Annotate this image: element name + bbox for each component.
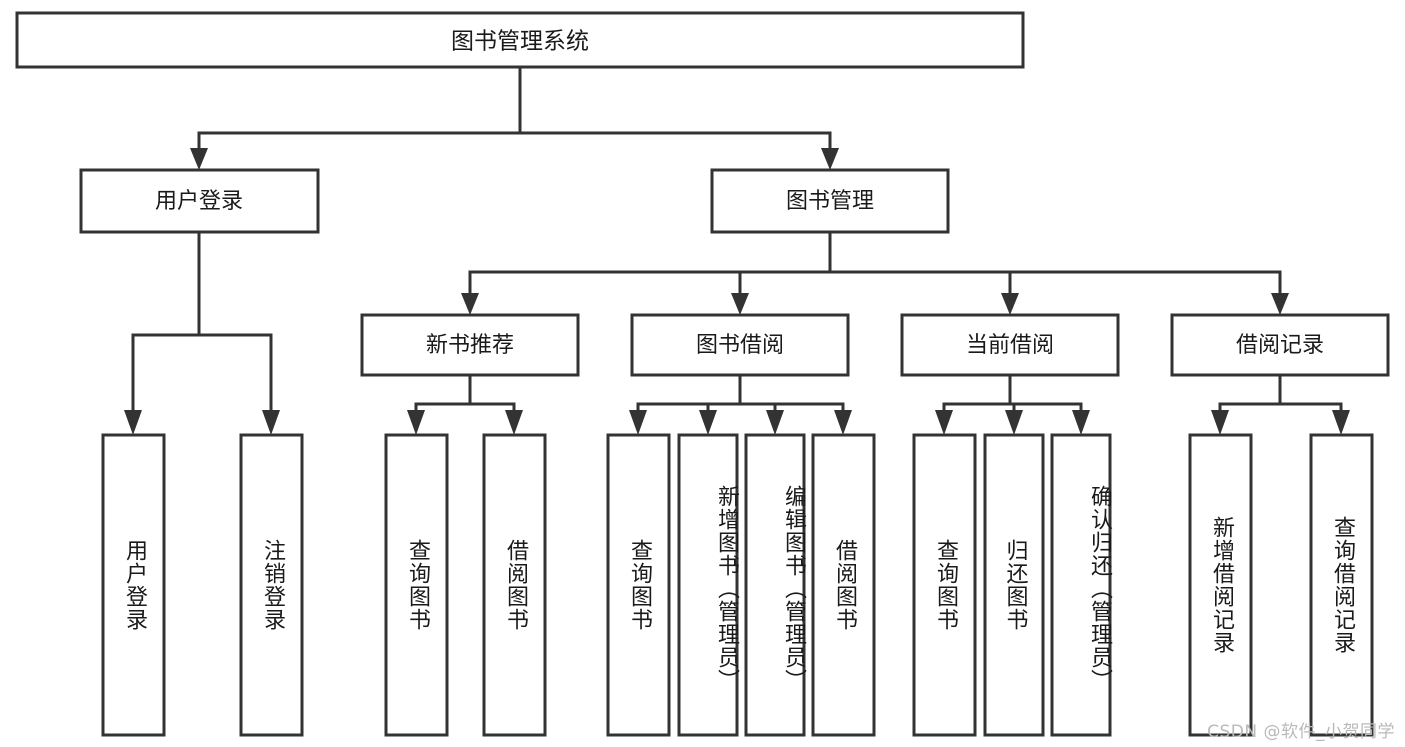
node-book-borrow[interactable]: 图书借阅	[630, 313, 850, 377]
leaf-query-book-cur-box[interactable]	[912, 433, 977, 737]
node-book-manage-label: 图书管理	[786, 189, 874, 214]
leaf-boxes	[101, 433, 1374, 737]
leaf-query-book-borrow-box[interactable]	[606, 433, 671, 737]
arrow-head-book-manage	[821, 148, 839, 170]
connector-group-book-manage	[461, 230, 1289, 315]
arrow-head-leaf-return-book	[1005, 410, 1023, 435]
node-borrow-record-box[interactable]	[1170, 313, 1390, 377]
arrow-head-leaf-borrow-book	[834, 410, 852, 435]
arrow-head-borrow-record	[1271, 293, 1289, 315]
node-root-box[interactable]	[15, 11, 1025, 69]
arrow-head-leaf-query-book-cur	[935, 410, 953, 435]
node-new-book-rec[interactable]: 新书推荐	[360, 313, 580, 377]
leaf-borrow-book-box[interactable]	[811, 433, 876, 737]
leaf-confirm-return-box[interactable]	[1050, 433, 1112, 737]
leaf-add-book-box[interactable]	[677, 433, 739, 737]
node-root[interactable]: 图书管理系统	[15, 11, 1025, 69]
csdn-watermark: CSDN @软件_小贺同学	[1207, 722, 1395, 742]
arrow-head-leaf-edit-book	[766, 410, 784, 435]
leaf-borrow-book-rec-box[interactable]	[482, 433, 547, 737]
arrow-head-leaf-add-record	[1211, 410, 1229, 435]
connector-group-book-borrow	[629, 373, 852, 435]
node-root-label: 图书管理系统	[451, 29, 589, 55]
node-user-login[interactable]: 用户登录	[79, 168, 320, 234]
arrow-head-leaf-add-book	[699, 410, 717, 435]
leaf-user-login-box[interactable]	[101, 433, 166, 737]
arrow-head-user-login	[190, 148, 208, 170]
leaf-edit-book-box[interactable]	[744, 433, 806, 737]
arrow-head-leaf-confirm-return	[1072, 410, 1090, 435]
node-book-borrow-box[interactable]	[630, 313, 850, 377]
arrow-head-book-borrow	[731, 293, 749, 315]
arrow-head-new-book-rec	[461, 293, 479, 315]
connector-group-user-login	[124, 230, 280, 435]
leaf-query-record-box[interactable]	[1309, 433, 1374, 737]
node-current-borrow-box[interactable]	[900, 313, 1120, 377]
connector-group-borrow-record	[1211, 373, 1350, 435]
leaf-add-record-box[interactable]	[1188, 433, 1253, 737]
arrow-head-leaf-user-login	[124, 410, 142, 435]
connector-group-new-book-rec	[407, 373, 523, 435]
arrow-head-leaf-logout	[262, 410, 280, 435]
node-user-login-label: 用户登录	[155, 189, 243, 214]
leaf-query-book-rec-box[interactable]	[384, 433, 449, 737]
node-new-book-rec-box[interactable]	[360, 313, 580, 377]
leaf-logout-box[interactable]	[239, 433, 304, 737]
arrow-head-leaf-borrow-book-rec	[505, 410, 523, 435]
connector-group-root	[190, 65, 839, 170]
node-book-manage-box[interactable]	[710, 168, 950, 234]
arrow-head-current-borrow	[1001, 293, 1019, 315]
node-book-borrow-label: 图书借阅	[696, 333, 784, 358]
node-borrow-record[interactable]: 借阅记录	[1170, 313, 1390, 377]
connector-group-current-borrow	[935, 373, 1090, 435]
node-borrow-record-label: 借阅记录	[1236, 333, 1324, 358]
arrow-head-leaf-query-book-rec	[407, 410, 425, 435]
leaf-return-book-box[interactable]	[983, 433, 1045, 737]
node-user-login-box[interactable]	[79, 168, 320, 234]
node-book-manage[interactable]: 图书管理	[710, 168, 950, 234]
arrow-head-leaf-query-book-borrow	[629, 410, 647, 435]
node-new-book-rec-label: 新书推荐	[426, 333, 514, 358]
node-current-borrow-label: 当前借阅	[966, 333, 1054, 358]
arrow-head-leaf-query-record	[1332, 410, 1350, 435]
node-current-borrow[interactable]: 当前借阅	[900, 313, 1120, 377]
